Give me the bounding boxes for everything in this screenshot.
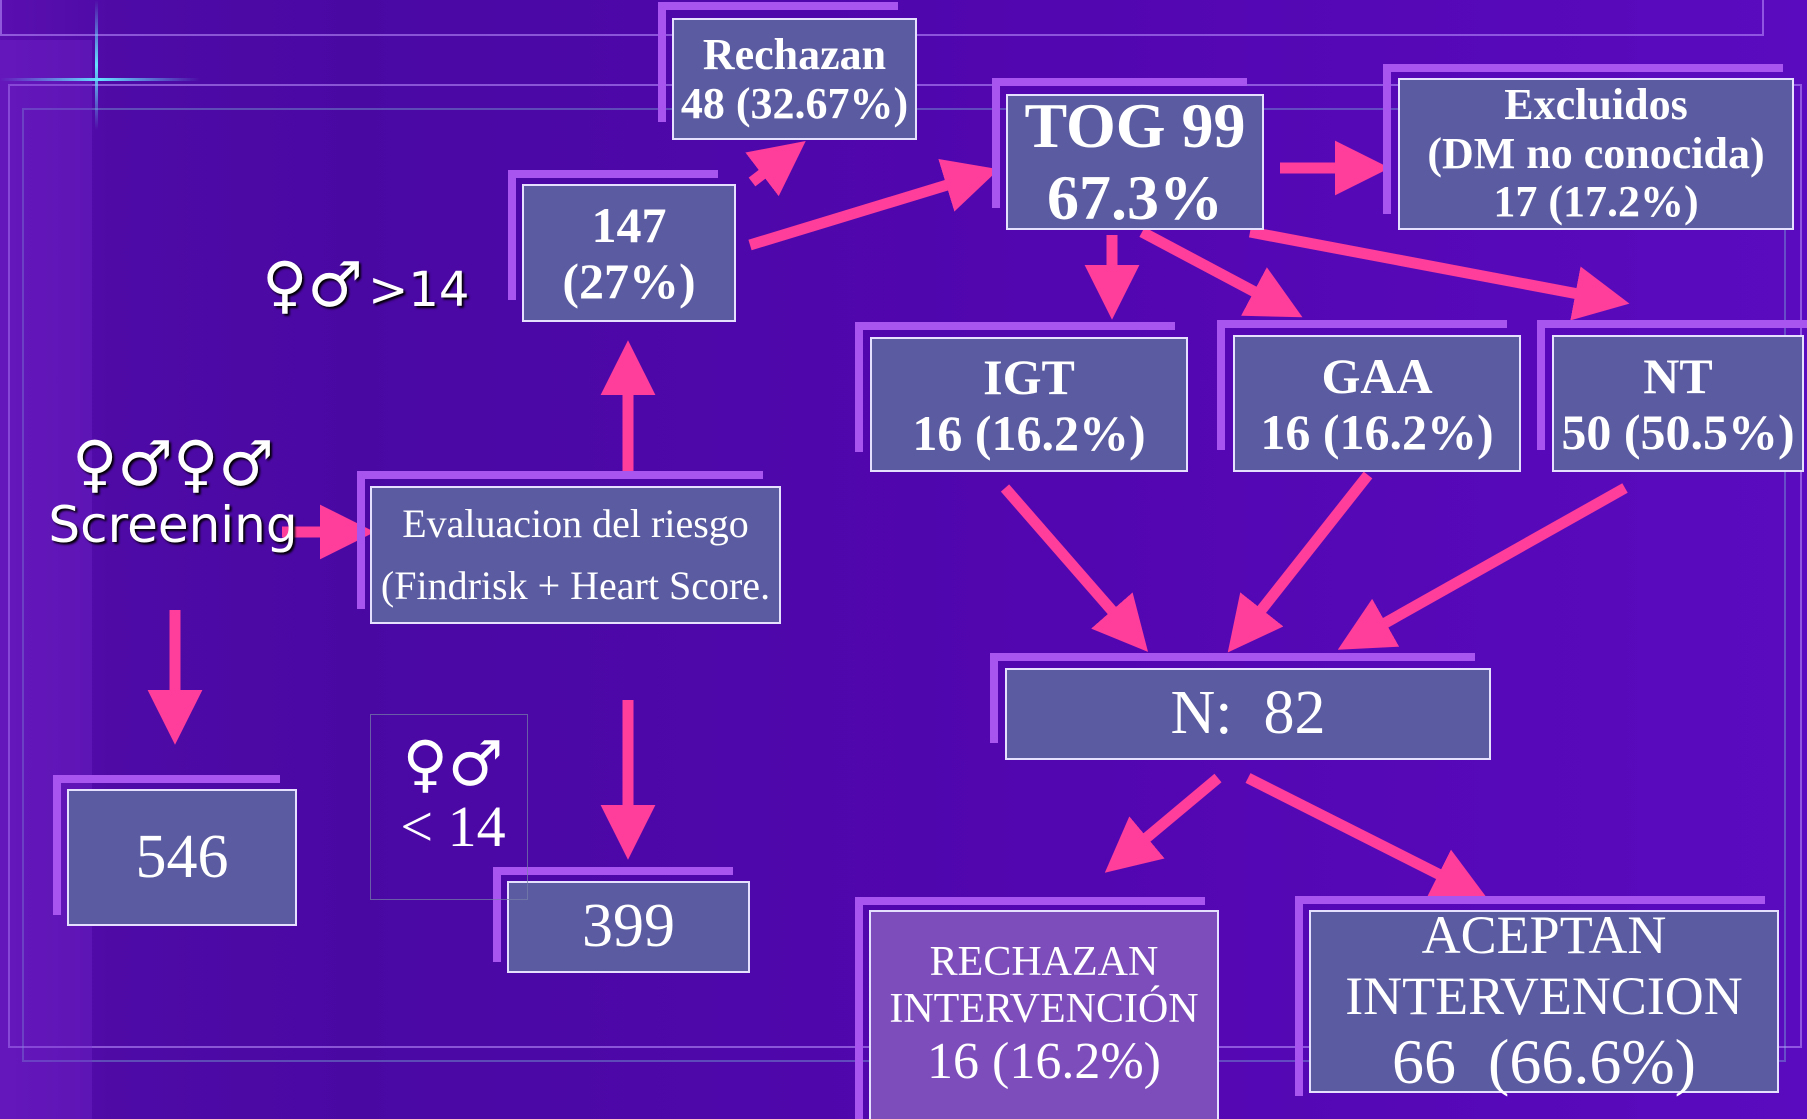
aceptan-intervencion-box: ACEPTAN INTERVENCION 66 (66.6%) [1309, 905, 1779, 1097]
shadow-gaa [1217, 320, 1507, 450]
excluidos-value: 17 (17.2%) [1493, 177, 1699, 227]
n82-box: N: 82 [1005, 668, 1491, 760]
box-147-percent: (27%) [562, 253, 696, 309]
box-399-label: 399 [582, 892, 675, 961]
arrow-tog-to-gaa [1139, 227, 1303, 318]
cross-sparkle-vertical [95, 0, 98, 130]
gender-pair-icon: ♀♂ [262, 248, 363, 321]
evaluacion-method: (Findrisk + Heart Score. [380, 563, 771, 608]
box-147: 147 (27%) [522, 184, 736, 322]
left-panel [0, 40, 92, 1119]
rechazan-box: Rechazan 48 (32.67%) [672, 18, 917, 140]
gender-gt14-label: ♀♂ >14 [262, 248, 469, 321]
lt14-box [370, 714, 528, 900]
box-546-label: 546 [135, 822, 229, 891]
arrow-147-to-rechazan [745, 140, 806, 197]
tog-percent: 67.3% [1047, 162, 1223, 233]
arrow-n82-to-rechazan-int [1104, 773, 1222, 873]
screening-text: Screening [48, 496, 298, 555]
gaa-value: 16 (16.2%) [1260, 403, 1494, 460]
cross-sparkle [0, 78, 200, 81]
evaluacion-title: Evaluacion del riesgo [402, 501, 749, 546]
gt14-text: >14 [368, 262, 470, 318]
shadow-rechazan-int [855, 897, 1205, 1119]
shadow-nt [1537, 320, 1807, 450]
igt-value: 16 (16.2%) [912, 404, 1146, 461]
rechazan-value: 48 (32.67%) [680, 79, 909, 128]
igt-box: IGT 16 (16.2%) [870, 337, 1188, 472]
nt-title: NT [1643, 347, 1713, 404]
aceptan-int-line1: ACEPTAN [1421, 905, 1667, 966]
aceptan-int-line2: INTERVENCION [1345, 965, 1743, 1026]
gaa-box: GAA 16 (16.2%) [1233, 335, 1521, 472]
arrow-igt-to-n82 [1000, 484, 1149, 652]
igt-title: IGT [983, 348, 1075, 405]
rechazan-int-line1: RECHAZAN [929, 939, 1159, 986]
arrow-n82-to-aceptan-int [1245, 773, 1488, 899]
gaa-title: GAA [1321, 347, 1433, 404]
box-546: 546 [67, 789, 297, 926]
arrow-147-to-tog [748, 158, 999, 251]
gender-pair-lt14-icon: ♀♂ [402, 727, 504, 800]
box-399: 399 [507, 881, 750, 973]
excluidos-box: Excluidos (DM no conocida) 17 (17.2%) [1398, 78, 1794, 230]
gender-quad-icon: ♀♂♀♂ [72, 427, 274, 500]
excluidos-subtitle: (DM no conocida) [1427, 128, 1765, 178]
rechazan-intervencion-box: RECHAZAN INTERVENCIÓN 16 (16.2%) [869, 910, 1219, 1119]
excluidos-title: Excluidos [1504, 80, 1688, 130]
shadow-rechazan [658, 2, 898, 122]
shadow-546 [53, 775, 280, 915]
box-147-count: 147 [591, 197, 667, 253]
shadow-excluidos [1383, 64, 1783, 214]
n82-label: N: 82 [1170, 679, 1326, 748]
nt-value: 50 (50.5%) [1561, 403, 1795, 460]
shadow-aceptan-int [1295, 896, 1765, 1096]
shadow-399 [493, 867, 733, 962]
shadow-evaluacion [357, 471, 763, 609]
shadow-n82 [990, 653, 1475, 743]
nt-box: NT 50 (50.5%) [1552, 335, 1804, 472]
rechazan-title: Rechazan [702, 29, 887, 79]
shadow-tog [992, 78, 1247, 208]
rechazan-int-line2: INTERVENCIÓN [889, 986, 1199, 1033]
rechazan-int-value: 16 (16.2%) [927, 1033, 1161, 1091]
shadow-147 [508, 170, 718, 300]
arrow-nt-to-n82 [1337, 483, 1628, 650]
lt14-text: < 14 [400, 794, 506, 860]
shadow-igt [855, 322, 1175, 452]
tog-title: TOG 99 [1024, 90, 1246, 162]
aceptan-int-value: 66 (66.6%) [1392, 1026, 1696, 1098]
tog-box: TOG 99 67.3% [1006, 90, 1264, 233]
evaluacion-box: Evaluacion del riesgo (Findrisk + Heart … [370, 486, 781, 624]
arrow-gaa-to-n82 [1227, 471, 1373, 653]
arrow-tog-to-nt [1248, 226, 1630, 321]
screening-label: ♀♂♀♂ Screening [48, 427, 298, 555]
gender-lt14-label: ♀♂ < 14 [388, 727, 518, 860]
